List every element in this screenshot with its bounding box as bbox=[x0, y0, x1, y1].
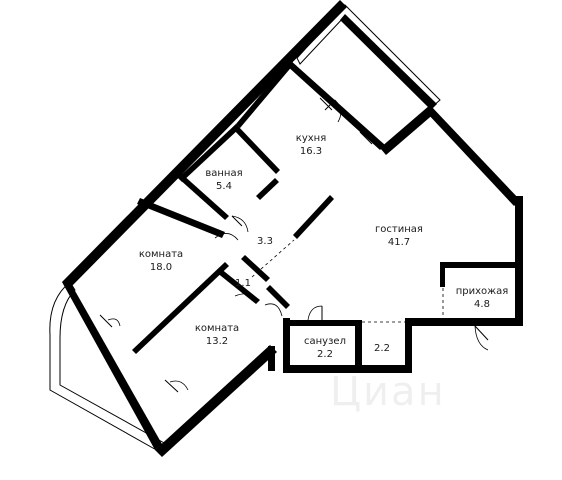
living-area: 41.7 bbox=[388, 237, 410, 248]
room2-label: комната bbox=[195, 323, 239, 334]
dashed-borders bbox=[251, 239, 444, 323]
closet-area: 1.1 bbox=[235, 278, 251, 289]
hallway-area: 4.8 bbox=[474, 299, 490, 310]
corridor-area: 3.3 bbox=[257, 236, 273, 247]
bathroom-area: 5.4 bbox=[216, 181, 232, 192]
bathroom-label: ванная bbox=[205, 168, 242, 179]
wc-area: 2.2 bbox=[317, 349, 333, 360]
hallway-label: прихожая bbox=[456, 286, 509, 297]
living-label: гостиная bbox=[375, 224, 423, 235]
storage-area: 2.2 bbox=[374, 343, 390, 354]
door-swings bbox=[107, 99, 489, 391]
watermark: Циан bbox=[330, 369, 446, 415]
room1-label: комната bbox=[139, 249, 183, 260]
windows bbox=[99, 97, 501, 393]
wc-label: санузел bbox=[304, 336, 346, 347]
inner-walls bbox=[132, 60, 520, 373]
room2-area: 13.2 bbox=[206, 336, 228, 347]
kitchen-area: 16.3 bbox=[300, 146, 322, 157]
kitchen-label: кухня bbox=[296, 133, 326, 144]
room1-area: 18.0 bbox=[150, 262, 172, 273]
